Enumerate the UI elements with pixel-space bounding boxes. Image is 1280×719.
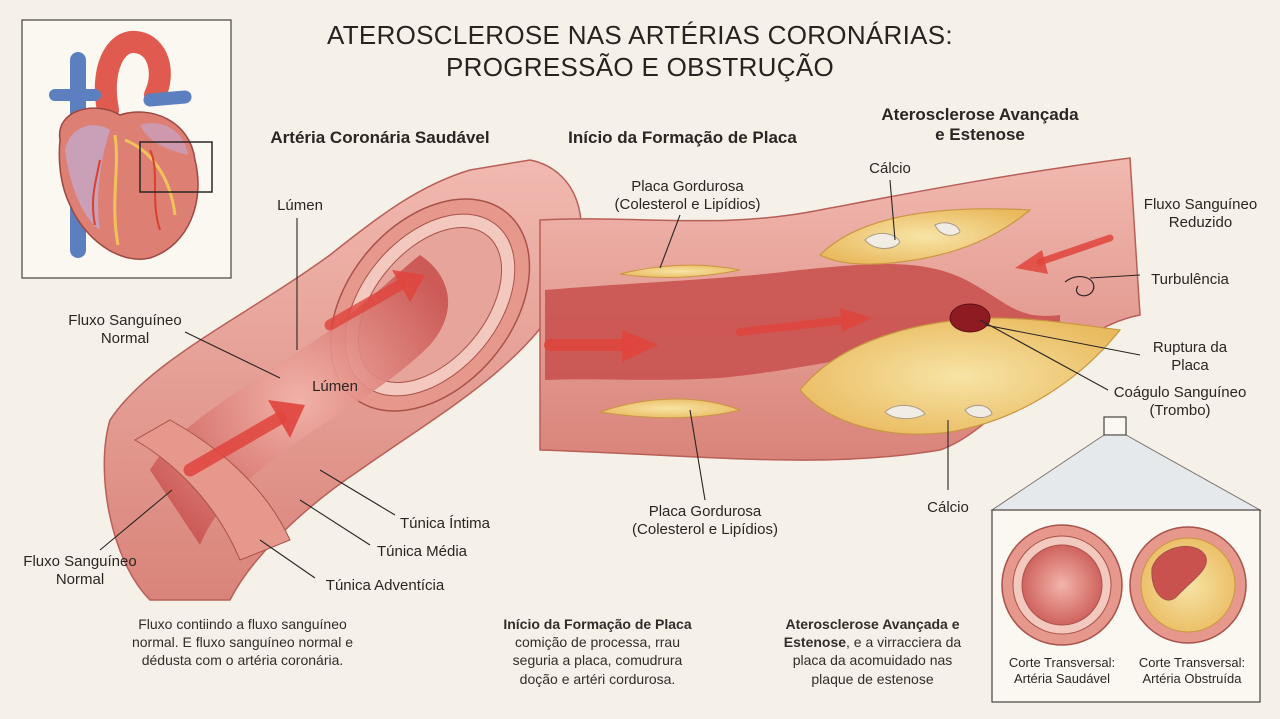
caption-advanced: Aterosclerose Avançada e Estenose, e a v… xyxy=(760,615,985,688)
caption-advanced-line-3: placa da acomuidado nas xyxy=(792,652,953,669)
caption-early-line-1: Início da Formação de Placa xyxy=(480,615,715,633)
label-calcium-top: Cálcio xyxy=(869,160,911,177)
label-plaque-top: Placa Gordurosa (Colesterol e Lipídios) xyxy=(600,178,775,214)
obstructed-cross-section xyxy=(1129,526,1247,644)
label-tunica-adventicia: Túnica Adventícia xyxy=(325,577,445,594)
label-plaque-bottom-2: (Colesterol e Lipídios) xyxy=(632,521,778,538)
caption-early: Início da Formação de Placa comição de p… xyxy=(480,615,715,688)
label-plaque-bottom: Placa Gordurosa (Colesterol e Lipídios) xyxy=(615,503,795,539)
heart-inset xyxy=(21,19,232,279)
stage-heading-early: Início da Formação de Placa xyxy=(568,128,797,147)
caption-healthy-line-1: Fluxo contiindo a fluxo sanguíneo xyxy=(138,616,347,632)
caption-early-line-2: comição de processa, rrau xyxy=(515,634,680,651)
caption-advanced-rest-2: , e a virracciera da xyxy=(846,634,962,651)
caption-early-bold: Início da Formação de Placa xyxy=(503,616,692,632)
caption-advanced-line-4: plaque de estenose xyxy=(811,670,934,687)
label-plaque-bottom-1: Placa Gordurosa xyxy=(648,503,762,520)
cross-section-label-healthy-1: Corte Transversal: xyxy=(1008,655,1116,670)
label-clot-2: (Trombo) xyxy=(1149,402,1211,419)
label-rupture: Ruptura da Placa xyxy=(1140,339,1240,375)
cross-section-label-healthy: Corte Transversal: Artéria Saudável xyxy=(998,655,1126,686)
label-flow-normal-bottom-2: Normal xyxy=(55,571,105,588)
title-line-1: ATEROSCLEROSE NAS ARTÉRIAS CORONÁRIAS: xyxy=(327,20,953,50)
label-flow-normal-top-1: Fluxo Sanguíneo xyxy=(68,312,182,329)
caption-healthy: Fluxo contiindo a fluxo sanguíneo normal… xyxy=(110,615,375,670)
caption-healthy-line-3: dédusta com o artéria coronária. xyxy=(141,652,344,669)
cross-section-label-obstructed: Corte Transversal: Artéria Obstruída xyxy=(1128,655,1256,686)
healthy-artery xyxy=(103,159,583,601)
label-rupture-1: Ruptura da xyxy=(1152,339,1228,356)
label-lumen-inner: Lúmen xyxy=(312,378,358,395)
label-flow-normal-top: Fluxo Sanguíneo Normal xyxy=(55,312,195,348)
caption-early-line-4: doção e artéri cordurosa. xyxy=(519,670,676,687)
label-tunica-media: Túnica Média xyxy=(376,543,468,560)
title-line-2: PROGRESSÃO E OBSTRUÇÃO xyxy=(445,51,834,82)
healthy-cross-section xyxy=(1001,524,1123,646)
label-plaque-top-2: (Colesterol e Lipídios) xyxy=(614,196,761,213)
label-tunica-intima: Túnica Íntima xyxy=(399,515,491,532)
stage-heading-advanced-line-2: e Estenose xyxy=(935,125,1025,145)
label-clot: Coágulo Sanguíneo (Trombo) xyxy=(1105,384,1255,420)
caption-healthy-line-2: normal. E fluxo sanguíneo normal e xyxy=(131,634,353,651)
heart-icon xyxy=(49,31,213,260)
zoom-callout xyxy=(990,416,1262,703)
label-reduced-flow-2: Reduzido xyxy=(1168,214,1233,231)
caption-advanced-line-2: Estenose, e a virracciera da xyxy=(760,633,985,651)
caption-early-line-3: seguria a placa, comudrura xyxy=(512,652,683,669)
caption-advanced-bold-1: Aterosclerose Avançada e xyxy=(785,616,960,632)
label-calcium-bottom: Cálcio xyxy=(927,499,969,516)
label-flow-normal-bottom: Fluxo Sanguíneo Normal xyxy=(10,553,150,589)
leader-lines xyxy=(99,179,1141,579)
diseased-artery xyxy=(539,157,1141,461)
label-clot-1: Coágulo Sanguíneo xyxy=(1113,384,1247,401)
label-lumen-top: Lúmen xyxy=(277,197,323,214)
caption-advanced-bold-2: Estenose xyxy=(783,634,847,651)
label-rupture-2: Placa xyxy=(1171,357,1209,374)
label-reduced-flow: Fluxo Sanguíneo Reduzido xyxy=(1128,196,1273,232)
page-title: ATEROSCLEROSE NAS ARTÉRIAS CORONÁRIAS: P… xyxy=(240,20,1040,83)
label-reduced-flow-1: Fluxo Sanguíneo xyxy=(1143,196,1258,213)
caption-advanced-line-1: Aterosclerose Avançada e xyxy=(760,615,985,633)
cross-section-label-obstructed-1: Corte Transversal: xyxy=(1138,655,1246,670)
stage-heading-healthy: Artéria Coronária Saudável xyxy=(270,128,490,147)
cross-section-label-obstructed-2: Artéria Obstruída xyxy=(1142,670,1242,686)
stage-heading-advanced: Aterosclerose Avançada e Estenose xyxy=(860,105,1100,146)
label-flow-normal-top-2: Normal xyxy=(100,330,150,347)
cross-section-label-healthy-2: Artéria Saudável xyxy=(1013,670,1111,686)
label-turbulence: Turbulência xyxy=(1151,271,1229,288)
stage-heading-advanced-line-1: Aterosclerose Avançada xyxy=(881,105,1079,124)
label-plaque-top-1: Placa Gordurosa xyxy=(631,178,744,195)
label-flow-normal-bottom-1: Fluxo Sanguíneo xyxy=(23,553,137,570)
